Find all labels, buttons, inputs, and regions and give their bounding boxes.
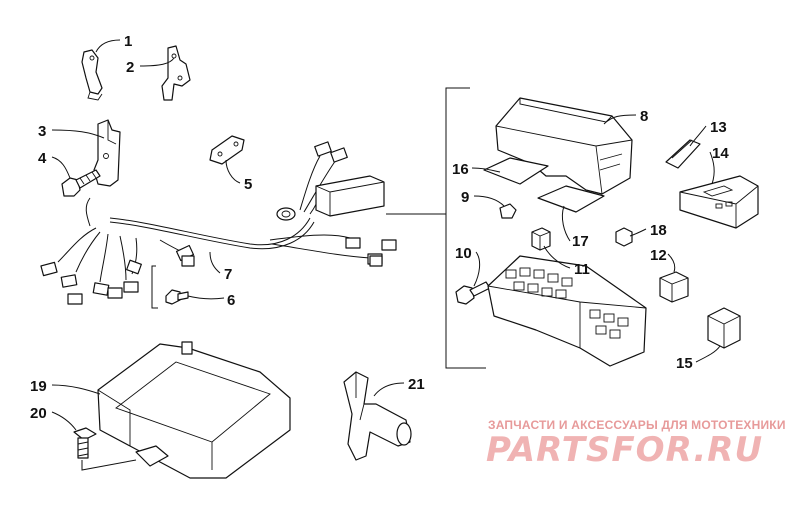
callout-labels: 1 2 3 4 5 6 7 8 9 10 11 12 13 14 15 16 1… — [30, 33, 729, 422]
part-4-bolt — [61, 169, 101, 197]
label-4: 4 — [38, 150, 47, 167]
label-16: 16 — [452, 161, 469, 178]
label-5: 5 — [244, 176, 252, 193]
part-12-relay — [659, 271, 689, 303]
label-10: 10 — [455, 245, 472, 262]
label-6: 6 — [227, 292, 235, 309]
watermark-caption: ЗАПЧАСТИ И АКСЕССУАРЫ ДЛЯ МОТОТЕХНИКИ — [488, 418, 786, 432]
label-13: 13 — [710, 119, 727, 136]
label-12: 12 — [650, 247, 667, 264]
part-7-wiring-harness — [40, 141, 397, 305]
part-15-relay — [707, 307, 741, 349]
label-2: 2 — [126, 59, 134, 76]
part-9-fuse — [499, 203, 517, 219]
label-3: 3 — [38, 123, 46, 140]
part-19-control-unit — [97, 341, 291, 479]
fuse-box-base — [487, 255, 647, 367]
part-10-bolt — [455, 281, 491, 305]
watermark-logo: PARTSFOR.RU — [486, 430, 764, 470]
part-2-bracket — [161, 45, 191, 101]
label-14: 14 — [712, 145, 729, 162]
label-19: 19 — [30, 378, 47, 395]
part-6-screw — [165, 289, 189, 305]
group-bracket-6 — [151, 265, 158, 309]
label-9: 9 — [461, 189, 469, 206]
label-1: 1 — [124, 33, 132, 50]
label-15: 15 — [676, 355, 693, 372]
part-11-relay — [531, 227, 551, 251]
label-8: 8 — [640, 108, 648, 125]
part-21-sensor — [343, 371, 412, 461]
label-7: 7 — [224, 266, 232, 283]
label-18: 18 — [650, 222, 667, 239]
part-18-fuse — [615, 227, 633, 247]
part-8-fuse-box-cover — [495, 97, 633, 195]
label-20: 20 — [30, 405, 47, 422]
screw-20-lead — [81, 459, 137, 471]
group-bracket-fuse-box — [445, 87, 486, 369]
part-14-fuse-puller — [679, 175, 759, 229]
part-13-clip — [665, 139, 701, 169]
label-17: 17 — [572, 233, 589, 250]
label-21: 21 — [408, 376, 425, 393]
leader-lines — [51, 39, 721, 431]
label-11: 11 — [574, 261, 590, 278]
part-16-gasket — [483, 157, 549, 185]
part-20-screw — [73, 427, 97, 459]
part-1-bracket — [81, 49, 103, 101]
part-5-clip — [209, 135, 245, 165]
